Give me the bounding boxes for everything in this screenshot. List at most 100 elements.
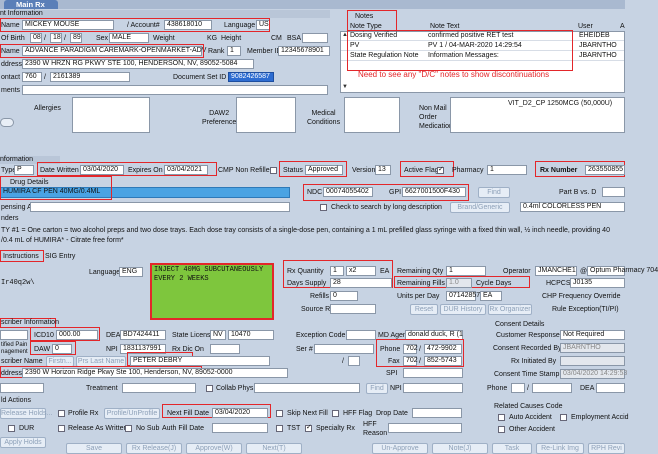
phone-field[interactable]: 472-9902 bbox=[424, 344, 462, 354]
contact-number-field[interactable]: 2161389 bbox=[50, 72, 130, 82]
task-button[interactable]: Task bbox=[492, 443, 532, 454]
docset-field[interactable]: 9082426587 bbox=[228, 72, 274, 82]
drop-date-field[interactable] bbox=[412, 408, 462, 418]
rx-dic-field[interactable] bbox=[210, 344, 240, 354]
phone2-field[interactable] bbox=[532, 383, 572, 393]
last-name-tab[interactable]: Prs Last Name bbox=[76, 356, 126, 367]
medical-box[interactable] bbox=[344, 97, 400, 133]
fax-area-field[interactable]: 702 bbox=[403, 356, 418, 366]
phone-area-field[interactable]: 702 bbox=[403, 344, 418, 354]
version-field[interactable]: 13 bbox=[375, 165, 391, 175]
sex-field[interactable]: MALE bbox=[109, 33, 149, 43]
npi2-field[interactable] bbox=[403, 383, 463, 393]
next-fill-field[interactable]: 03/04/2020 bbox=[212, 408, 268, 418]
phone2-area-field[interactable] bbox=[511, 383, 525, 393]
collab-phys-field[interactable] bbox=[254, 383, 360, 393]
remaining-fills-field[interactable]: 1.0 bbox=[446, 278, 472, 288]
prescriber-lead-field[interactable] bbox=[0, 330, 28, 340]
units-per-day-field[interactable]: 07142857 bbox=[446, 291, 480, 301]
sig-text-box[interactable] bbox=[150, 263, 274, 320]
dur-history-button[interactable]: DUR History bbox=[440, 304, 486, 315]
notes-row[interactable]: Dosing Verified confirmed positive RET t… bbox=[341, 32, 624, 41]
prescriber-name-field[interactable]: PETER DEBRY bbox=[130, 356, 270, 366]
ndc-field[interactable]: 00074055402 bbox=[323, 187, 373, 197]
release-holds-button[interactable]: Release Holds... bbox=[0, 408, 53, 419]
refills-field[interactable]: 0 bbox=[330, 291, 358, 301]
hcpcs-field[interactable]: J0135 bbox=[570, 278, 625, 288]
rx-type-field[interactable]: P bbox=[14, 165, 34, 175]
no-sub-checkbox[interactable] bbox=[125, 425, 132, 432]
tst-checkbox[interactable] bbox=[276, 425, 283, 432]
relink-image-button[interactable]: Re-Link Img bbox=[536, 443, 584, 454]
ser-field[interactable] bbox=[314, 344, 374, 354]
collab-phys-checkbox[interactable] bbox=[206, 385, 213, 392]
note-button[interactable]: Note(J) bbox=[432, 443, 488, 454]
optum-field[interactable]: Optum Pharmacy 704 bbox=[587, 266, 658, 276]
status-field[interactable]: Approved bbox=[305, 165, 343, 175]
rx-qty-field[interactable]: 1 bbox=[330, 266, 344, 276]
rx-number-field[interactable]: 263550855 bbox=[585, 165, 625, 175]
dob-month-field[interactable]: 08 bbox=[30, 33, 42, 43]
plan-name-field[interactable]: ADVANCE PARADIGM CAREMARK-OPENMARKET-ADV bbox=[22, 46, 206, 56]
dispensing-field[interactable] bbox=[30, 202, 290, 212]
notes-scroll-down-icon[interactable]: ▼ bbox=[342, 84, 348, 90]
patient-name-field[interactable]: MICKEY MOUSE bbox=[22, 20, 114, 30]
drug-desc-field[interactable]: 0.4ml COLORLESS PEN bbox=[520, 202, 625, 212]
partb-field[interactable] bbox=[602, 187, 625, 197]
account-field[interactable]: 438618010 bbox=[164, 20, 212, 30]
consent-dea-field[interactable] bbox=[596, 383, 625, 393]
consent-timestamp-field[interactable]: 03/04/2020 14:29:53 bbox=[560, 369, 627, 379]
days-supply-field[interactable]: 28 bbox=[330, 278, 392, 288]
rank-field[interactable]: 1 bbox=[227, 46, 241, 56]
spi-field[interactable] bbox=[403, 368, 463, 378]
drug-name-field[interactable]: HUMIRA CF PEN 40MG/0.4ML bbox=[0, 187, 290, 198]
brand-generic-button[interactable]: Brand/Generic bbox=[450, 202, 510, 213]
units-per-day-unit[interactable]: EA bbox=[480, 291, 502, 301]
notes-grid[interactable]: Dosing Verified confirmed positive RET t… bbox=[340, 31, 625, 93]
active-flag-checkbox[interactable] bbox=[437, 165, 444, 174]
tab-instructions[interactable]: Instructions bbox=[3, 253, 39, 260]
profile-rx-checkbox[interactable] bbox=[58, 410, 65, 417]
rx-qty-mult-field[interactable]: x2 bbox=[346, 266, 376, 276]
source-rx-field[interactable] bbox=[330, 304, 376, 314]
dur-checkbox[interactable] bbox=[8, 425, 15, 432]
hff-reason-field[interactable] bbox=[388, 423, 462, 433]
language-field[interactable]: US bbox=[256, 20, 270, 30]
allergies-toggle-icon[interactable] bbox=[0, 118, 14, 127]
other-accident-checkbox[interactable] bbox=[498, 426, 505, 433]
license-state-field[interactable]: NV bbox=[210, 330, 226, 340]
skip-next-fill-checkbox[interactable] bbox=[276, 410, 283, 417]
license-field[interactable]: 10470 bbox=[228, 330, 274, 340]
notes-scroll-up-icon[interactable]: ▲ bbox=[342, 32, 348, 38]
comments-field[interactable] bbox=[22, 85, 328, 95]
dob-year-field[interactable]: 89 bbox=[70, 33, 82, 43]
rx-initiated-field[interactable] bbox=[560, 356, 625, 366]
hff-flag-checkbox[interactable] bbox=[332, 410, 339, 417]
remaining-qty-field[interactable]: 1 bbox=[446, 266, 486, 276]
employment-accident-checkbox[interactable] bbox=[560, 414, 567, 421]
pharmacy-field[interactable]: 1 bbox=[487, 165, 527, 175]
release-written-checkbox[interactable] bbox=[58, 425, 65, 432]
daw2-box[interactable] bbox=[236, 97, 296, 133]
allergies-box[interactable] bbox=[72, 97, 150, 133]
exception-code-field[interactable] bbox=[346, 330, 376, 340]
bsa-field[interactable] bbox=[302, 33, 328, 43]
daw-field[interactable]: 0 bbox=[52, 344, 72, 354]
treatment-field[interactable] bbox=[122, 383, 196, 393]
notes-row[interactable]: PV PV 1 / 04-MAR-2020 14:29:54 JBARNTHO bbox=[341, 42, 624, 51]
md-agent-field[interactable]: donald duck, R (1 bbox=[405, 330, 463, 340]
member-field[interactable]: 12345678901 bbox=[278, 46, 330, 56]
gpi-field[interactable]: 6627001500F430 bbox=[402, 187, 466, 197]
patient-address-field[interactable]: 2390 W HRZN RG PKWY STE 100, HENDERSON, … bbox=[22, 59, 254, 69]
tab-sig-entry[interactable]: SIG Entry bbox=[45, 253, 76, 260]
long-desc-checkbox[interactable] bbox=[320, 204, 327, 211]
profile-unprofile-button[interactable]: Profile/UnProfile bbox=[104, 408, 160, 419]
rx-organizer-button[interactable]: Rx Organizer bbox=[488, 304, 532, 315]
save-button[interactable]: Save bbox=[66, 443, 122, 454]
cmp-checkbox[interactable] bbox=[270, 167, 277, 174]
rx-release-button[interactable]: Rx Release(J) bbox=[126, 443, 182, 454]
operator-field[interactable]: JMANCHE1 bbox=[535, 266, 577, 276]
prescriber-address-field[interactable]: 2390 W Horizon Ridge Pkwy Ste 100, Hende… bbox=[22, 368, 288, 378]
specialty-rx-checkbox[interactable] bbox=[305, 423, 312, 432]
auth-fill-field[interactable] bbox=[212, 423, 268, 433]
